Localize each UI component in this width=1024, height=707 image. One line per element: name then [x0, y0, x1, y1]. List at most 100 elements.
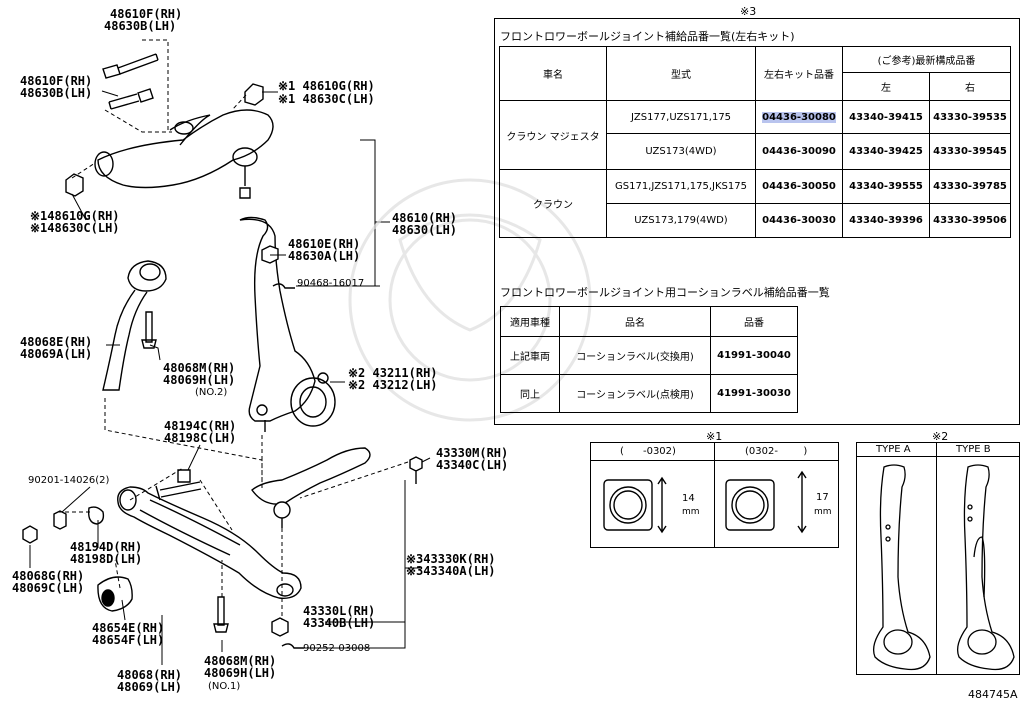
part-label: ※2 43211(RH) — [348, 366, 438, 380]
part-label: 48610E(RH) — [288, 237, 361, 251]
part-label: 43330L(RH) — [303, 604, 376, 618]
bushing-icon — [65, 173, 84, 197]
part-label: 48198C(LH) — [164, 431, 237, 445]
label-table-title: フロントロワーボールジョイント用コーションラベル補給品番一覧 — [500, 286, 830, 299]
bushing-size-icons — [603, 470, 807, 534]
part-label: 48630A(LH) — [288, 249, 361, 263]
header-part: 品番 — [710, 306, 798, 337]
dimension-unit: mm — [682, 507, 700, 517]
vehicle: 上記車両 — [500, 336, 560, 375]
dimension-unit: mm — [814, 507, 832, 517]
part-label: (NO.1) — [208, 681, 241, 692]
header-ref: (ご参考)最新構成品番 — [842, 46, 1011, 73]
header-left: 左 — [842, 72, 930, 101]
bushing-icon — [244, 83, 264, 106]
right-part: 43330-39545 — [929, 133, 1011, 170]
kit-number-highlighted[interactable]: 04436-30080 — [762, 111, 836, 123]
part-label: 48069A(LH) — [20, 347, 93, 361]
part-label: ※343330K(RH) — [406, 552, 496, 566]
bolt-icon — [141, 311, 157, 349]
header-car: 車名 — [499, 46, 607, 101]
note-mark-3: ※3 — [740, 5, 757, 18]
model: UZS173(4WD) — [606, 133, 756, 170]
label-part: 41991-30030 — [710, 374, 798, 413]
part-label: 48068M(RH) — [163, 361, 236, 375]
vehicle: 同上 — [500, 374, 560, 413]
kit-number: 04436-30050 — [755, 169, 843, 204]
label-part: 41991-30040 — [710, 336, 798, 375]
label-name: コーションラベル(点検用) — [559, 374, 711, 413]
model: UZS173,179(4WD) — [606, 203, 756, 238]
part-label: 48069(LH) — [117, 680, 183, 694]
kit-table-title: フロントロワーボールジョイント補給品番一覧(左右キット) — [500, 30, 795, 43]
washer-icon — [177, 469, 191, 483]
washer-icon — [53, 510, 67, 530]
kit-table: 車名 型式 左右キット品番 (ご参考)最新構成品番 左 右 クラウン マジェスタ… — [499, 46, 1011, 238]
part-label: 48194C(RH) — [164, 419, 237, 433]
kit-number: 04436-30090 — [755, 133, 843, 170]
part-label: 48630B(LH) — [20, 86, 93, 100]
header-kit: 左右キット品番 — [755, 46, 843, 101]
part-label: 48068(RH) — [117, 668, 183, 682]
part-label: 48198D(LH) — [70, 552, 143, 566]
part-label: 48610(RH) — [392, 211, 458, 225]
car-name: クラウン — [499, 169, 607, 238]
bolt-icon — [409, 456, 423, 484]
bolt-icon — [102, 53, 159, 79]
dimension-b: 17 — [816, 492, 829, 503]
ball-joint-icon — [251, 447, 371, 528]
type-a-label: TYPE A — [876, 444, 911, 455]
car-name: クラウン マジェスタ — [499, 100, 607, 170]
left-part: 43340-39396 — [842, 203, 930, 238]
diagram-code: 484745A — [968, 688, 1018, 701]
left-part: 43340-39415 — [842, 100, 930, 134]
part-label: 48068G(RH) — [12, 569, 85, 583]
label-name: コーションラベル(交換用) — [559, 336, 711, 375]
left-part: 43340-39555 — [842, 169, 930, 204]
part-label: ※343340A(LH) — [406, 564, 496, 578]
part-label: 43330M(RH) — [436, 446, 509, 460]
part-label: 90468-16017 — [297, 278, 365, 289]
part-label: 48069C(LH) — [12, 581, 85, 595]
lower-arm-icon — [117, 486, 302, 599]
part-label: 48654F(LH) — [92, 633, 165, 647]
note2-panel — [856, 442, 1020, 675]
header-name: 品名 — [559, 306, 711, 337]
model: GS171,JZS171,175,JKS175 — [606, 169, 756, 204]
right-part: 43330-39535 — [929, 100, 1011, 134]
header-right: 右 — [929, 72, 1011, 101]
part-label: 48194D(RH) — [70, 540, 143, 554]
part-label: 48654E(RH) — [92, 621, 165, 635]
right-part: 43330-39785 — [929, 169, 1011, 204]
label-table: 適用車種 品名 品番 上記車両 コーションラベル(交換用) 41991-3004… — [500, 306, 798, 413]
model: JZS177,UZS171,175 — [606, 100, 756, 134]
note-mark-1: ※1 — [706, 430, 723, 443]
part-label: ※148630C(LH) — [30, 221, 120, 235]
watermark-emblem — [348, 178, 592, 422]
note-mark-2: ※2 — [932, 430, 949, 443]
type-b-label: TYPE B — [956, 444, 991, 455]
header-model: 型式 — [606, 46, 756, 101]
part-label: 48069H(LH) — [204, 666, 277, 680]
header-vehicle: 適用車種 — [500, 306, 560, 337]
cotter-pin-icon — [272, 283, 295, 289]
cotter-pin-icon — [281, 643, 304, 649]
part-label: 43340C(LH) — [436, 458, 509, 472]
part-label: 48068M(RH) — [204, 654, 277, 668]
bolt-icon — [213, 596, 229, 633]
bolt-icon — [108, 88, 154, 110]
left-part: 43340-39425 — [842, 133, 930, 170]
part-label: ※148610G(RH) — [30, 209, 120, 223]
notes-panel — [494, 18, 1020, 425]
part-label: 90201-14026(2) — [28, 475, 110, 486]
note1-col-a: ( -0302) — [620, 446, 676, 457]
part-label: 48069H(LH) — [163, 373, 236, 387]
part-label: 90252-03008 — [303, 643, 371, 654]
upper-arm-icon — [94, 109, 274, 199]
nut-icon — [271, 617, 289, 637]
kit-number: 04436-30030 — [755, 203, 843, 238]
part-label: ※1 48630C(LH) — [278, 92, 375, 106]
dimension-a: 14 — [682, 493, 695, 504]
part-label: ※1 48610G(RH) — [278, 79, 375, 93]
